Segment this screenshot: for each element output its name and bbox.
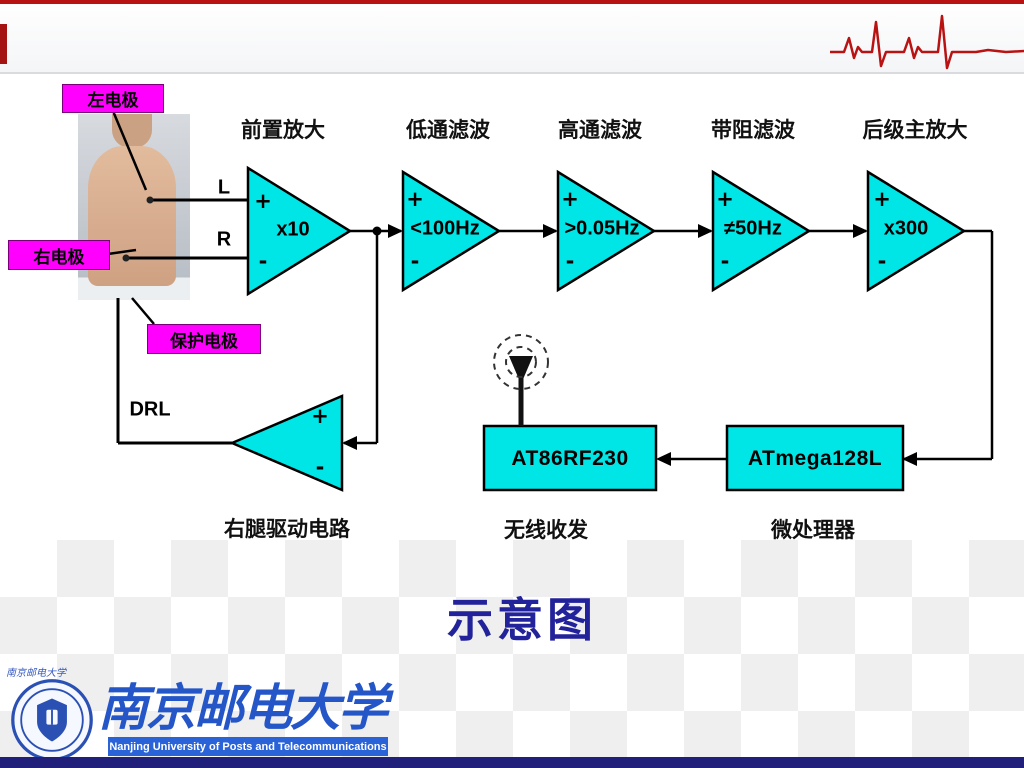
mainamp-plus: + <box>873 187 891 211</box>
torso-photo <box>78 114 190 300</box>
stage-title-preamp: 前置放大 <box>241 119 325 142</box>
drl-caption: 右腿驱动电路 <box>224 518 350 541</box>
lowpass-cutoff: <100Hz <box>410 217 480 240</box>
university-name-en: Nanjing University of Posts and Telecomm… <box>108 737 388 756</box>
bandstop-plus: + <box>716 187 734 211</box>
header-band <box>0 0 1024 74</box>
seal-script-text: 南京邮电大学 <box>6 668 66 679</box>
photo-head <box>112 114 152 148</box>
checkerboard-background <box>0 540 1024 758</box>
preamp-gain: x10 <box>276 218 310 241</box>
left-electrode-label: 左电极 <box>62 84 164 113</box>
wire-label-drl: DRL <box>129 398 171 421</box>
left-red-mark <box>0 24 7 64</box>
university-calligraphy: 南京邮电大学 <box>98 678 388 737</box>
rf-chip-label: AT86RF230 <box>511 447 629 470</box>
bottom-blue-strip <box>0 757 1024 768</box>
stage-title-highpass: 高通滤波 <box>558 119 642 142</box>
highpass-minus: - <box>565 249 575 273</box>
right-electrode-label: 右电极 <box>8 240 110 270</box>
stage-title-bandstop: 带阻滤波 <box>711 119 795 142</box>
top-red-line <box>0 0 1024 4</box>
lowpass-minus: - <box>410 249 420 273</box>
mcu-chip-label: ATmega128L <box>747 447 883 470</box>
highpass-plus: + <box>561 187 579 211</box>
wire-label-l: L <box>217 176 231 199</box>
wire-label-r: R <box>216 228 232 251</box>
rf-caption: 无线收发 <box>504 519 588 542</box>
lowpass-plus: + <box>406 187 424 211</box>
bandstop-freq: ≠50Hz <box>724 217 782 240</box>
preamp-plus: + <box>254 189 272 213</box>
stage-title-lowpass: 低通滤波 <box>406 119 490 142</box>
ecg-waveform-icon <box>830 14 1024 70</box>
mainamp-minus: - <box>877 249 887 273</box>
slide-title: 示意图 <box>447 594 597 646</box>
antenna-icon <box>509 356 533 384</box>
mcu-caption: 微处理器 <box>771 519 855 542</box>
drl-plus: + <box>311 404 329 428</box>
stage-title-mainamp: 后级主放大 <box>862 119 968 142</box>
guard-electrode-label: 保护电极 <box>147 324 261 354</box>
bandstop-minus: - <box>720 249 730 273</box>
university-seal-icon <box>11 679 93 761</box>
mainamp-gain: x300 <box>883 217 929 240</box>
drl-minus: - <box>315 455 325 479</box>
preamp-minus: - <box>258 249 268 273</box>
highpass-cutoff: >0.05Hz <box>564 217 640 240</box>
